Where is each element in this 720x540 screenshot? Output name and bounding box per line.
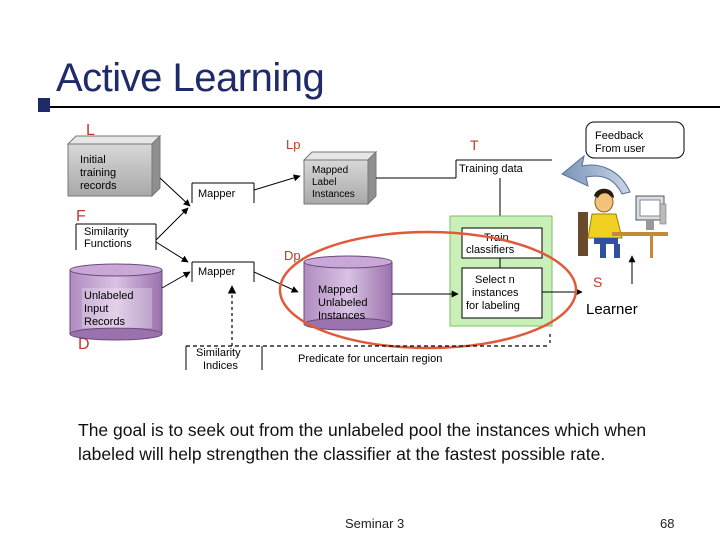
mapper-bottom-label: Mapper <box>198 266 236 278</box>
page-number: 68 <box>660 516 675 531</box>
label-L: L <box>86 122 95 139</box>
title-rule <box>38 106 720 108</box>
training-data-label: Training data <box>459 163 524 175</box>
select-instances-line1: Select n <box>475 274 515 286</box>
feedback-line2: From user <box>595 143 645 155</box>
slide-caption: The goal is to seek out from the unlabel… <box>78 420 647 464</box>
select-instances-line2: instances <box>472 287 519 299</box>
label-S: S <box>593 274 602 290</box>
title-rule-accent <box>38 98 50 112</box>
highlight-ellipse <box>278 230 578 350</box>
unlabeled-records-line2: Input <box>84 303 108 315</box>
similarity-functions: Similarity Functions <box>75 223 157 250</box>
label-Dp: Dp <box>284 248 301 263</box>
label-F: F <box>76 208 86 225</box>
slide-footer: Seminar 3 <box>345 516 405 531</box>
label-D: D <box>78 336 90 353</box>
mapped-unlabeled-line2: Unlabeled <box>318 297 368 309</box>
mapped-label-line3: Instances <box>312 189 355 200</box>
predicate-label: Predicate for uncertain region <box>298 353 442 365</box>
mapped-unlabeled-line3: Instances <box>318 310 366 322</box>
learner-illustration <box>578 188 668 258</box>
unlabeled-records-line3: Records <box>84 316 125 328</box>
similarity-indices: Similarity Indices <box>185 346 263 372</box>
mapper-top-label: Mapper <box>198 188 236 200</box>
label-T: T <box>470 137 479 153</box>
select-instances-line3: for labeling <box>466 300 520 312</box>
feedback-box: Feedback From user <box>585 121 685 159</box>
label-Lp: Lp <box>286 137 300 152</box>
similarity-functions-line2: Functions <box>84 238 132 250</box>
initial-records-line1: Initial <box>80 154 106 166</box>
unlabeled-records-cylinder: Unlabeled Input Records <box>69 263 163 341</box>
slide-title: Active Learning <box>56 56 325 100</box>
mapped-unlabeled-cylinder: Mapped Unlabeled Instances <box>303 255 393 331</box>
initial-records-line3: records <box>80 180 117 192</box>
train-classifiers-line2: classifiers <box>466 244 515 256</box>
unlabeled-records-line1: Unlabeled <box>84 290 134 302</box>
mapper-top: Mapper <box>191 182 255 203</box>
initial-records-box: Initial training records <box>66 134 162 198</box>
initial-records-line2: training <box>80 167 116 179</box>
similarity-functions-line1: Similarity <box>84 226 129 238</box>
mapped-unlabeled-line1: Mapped <box>318 284 358 296</box>
similarity-indices-line1: Similarity <box>196 347 241 359</box>
mapper-bottom: Mapper <box>191 261 255 282</box>
mapped-label-line2: Label <box>312 177 336 188</box>
similarity-indices-line2: Indices <box>203 360 238 372</box>
learner-label: Learner <box>586 301 638 318</box>
mapped-label-box: Mapped Label Instances <box>302 150 378 206</box>
feedback-line1: Feedback <box>595 130 644 142</box>
mapped-label-line1: Mapped <box>312 165 348 176</box>
feedback-arrow <box>561 154 631 195</box>
